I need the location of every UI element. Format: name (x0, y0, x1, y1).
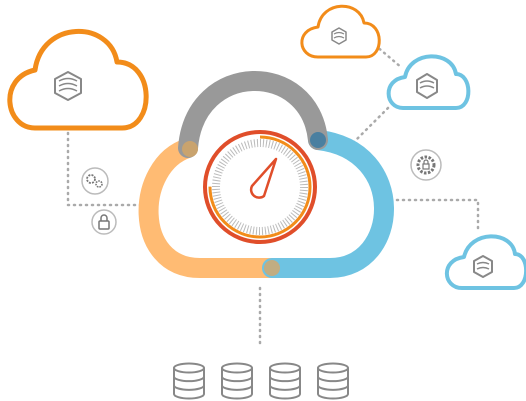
arc-joint-left (182, 141, 198, 157)
database-cylinder-icon (317, 362, 349, 400)
connector-left (66, 131, 152, 207)
satellite-cloud-right-lower (445, 234, 526, 290)
database-cylinder-icon (173, 362, 205, 400)
cloud-outline (300, 4, 381, 59)
gauge-ticks (212, 139, 308, 235)
cloud-outline (386, 54, 471, 110)
database-box-icon (473, 255, 493, 278)
secure-gear-icon (410, 149, 442, 181)
speedometer-icon (203, 130, 317, 244)
central-cloud (138, 71, 394, 278)
database-cylinder-icon (221, 362, 253, 400)
arc-joint-right (310, 132, 326, 148)
database-row (173, 362, 349, 400)
database-box-icon (54, 71, 82, 101)
central-cloud-gray-arc (178, 71, 328, 158)
gauge-needle (249, 157, 278, 199)
arc-joint-bottom (264, 260, 280, 276)
database-box-icon (416, 73, 438, 99)
satellite-cloud-right-upper (386, 54, 471, 110)
gauge-level-arc (208, 135, 312, 239)
gears-icon (81, 167, 109, 195)
gauge-outer-ring (203, 130, 317, 244)
connector-top-right (373, 43, 404, 70)
database-cylinder-icon (269, 362, 301, 400)
connector-right-lower (383, 198, 480, 234)
database-box-icon (331, 27, 347, 45)
cloud-outline (445, 234, 526, 290)
cloud-outline (7, 28, 149, 131)
central-cloud-orange-arc (138, 138, 282, 278)
lock-icon (91, 209, 117, 235)
central-cloud-blue-arc (262, 130, 394, 278)
satellite-cloud-top-right (300, 4, 381, 59)
satellite-cloud-left (7, 28, 149, 131)
